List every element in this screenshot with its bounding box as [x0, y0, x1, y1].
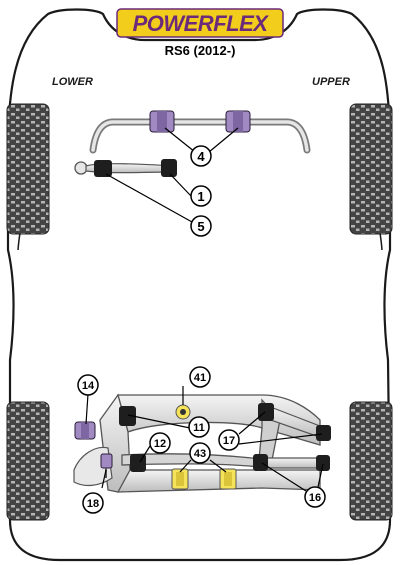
callout-11: 11: [188, 416, 210, 438]
svg-text:12: 12: [154, 438, 166, 450]
bush-rear-subframe-mount-right: [219, 468, 237, 490]
svg-text:17: 17: [223, 435, 235, 447]
model-title: RS6 (2012-): [165, 43, 236, 58]
tyre-front-right: [349, 103, 393, 235]
svg-text:14: 14: [82, 380, 95, 392]
bush-rear-upper-outer: [316, 425, 331, 441]
front-lower-arm: [74, 159, 177, 177]
callout-16: 16: [304, 486, 326, 508]
svg-text:18: 18: [87, 498, 99, 510]
tyre-front-left: [6, 103, 50, 235]
bush-rear-knuckle: [100, 453, 113, 478]
callout-4: 4: [190, 145, 212, 167]
callout-1: 1: [190, 185, 212, 207]
callout-12: 12: [149, 432, 171, 454]
front-leader-lines: [105, 127, 239, 223]
callout-41: 41: [189, 366, 211, 388]
bush-anti-roll-bar-left: [149, 110, 175, 133]
label-lower: LOWER: [52, 76, 93, 88]
bush-rear-shock-top: [74, 421, 96, 440]
brand-logo: POWERFLEX: [116, 8, 284, 38]
callout-5: 5: [190, 215, 212, 237]
svg-text:11: 11: [193, 422, 205, 434]
callout-18: 18: [82, 492, 104, 514]
callout-43: 43: [189, 442, 211, 464]
callout-14: 14: [77, 374, 99, 396]
rear-lower-link: [261, 457, 326, 469]
callout-17: 17: [218, 429, 240, 451]
bush-rear-lower-outer: [316, 455, 330, 471]
label-upper: UPPER: [312, 76, 350, 88]
tyre-rear-right: [349, 401, 393, 521]
svg-text:1: 1: [197, 189, 204, 204]
logo-text: POWERFLEX: [133, 11, 270, 36]
svg-text:41: 41: [194, 372, 206, 384]
bush-rear-arm-front: [119, 406, 136, 426]
rear-leader-lines: [85, 386, 324, 492]
bush-anti-roll-bar-right: [225, 110, 251, 133]
tyre-rear-left: [6, 401, 50, 521]
bush-rear-diff-mount: [175, 404, 191, 420]
svg-text:4: 4: [197, 149, 205, 164]
svg-text:5: 5: [197, 219, 204, 234]
svg-text:43: 43: [194, 448, 206, 460]
bush-rear-subframe-mount-left: [171, 468, 189, 490]
bush-rear-lower-inner: [253, 454, 268, 471]
svg-text:16: 16: [309, 492, 321, 504]
bush-rear-upper-inner: [258, 403, 274, 421]
